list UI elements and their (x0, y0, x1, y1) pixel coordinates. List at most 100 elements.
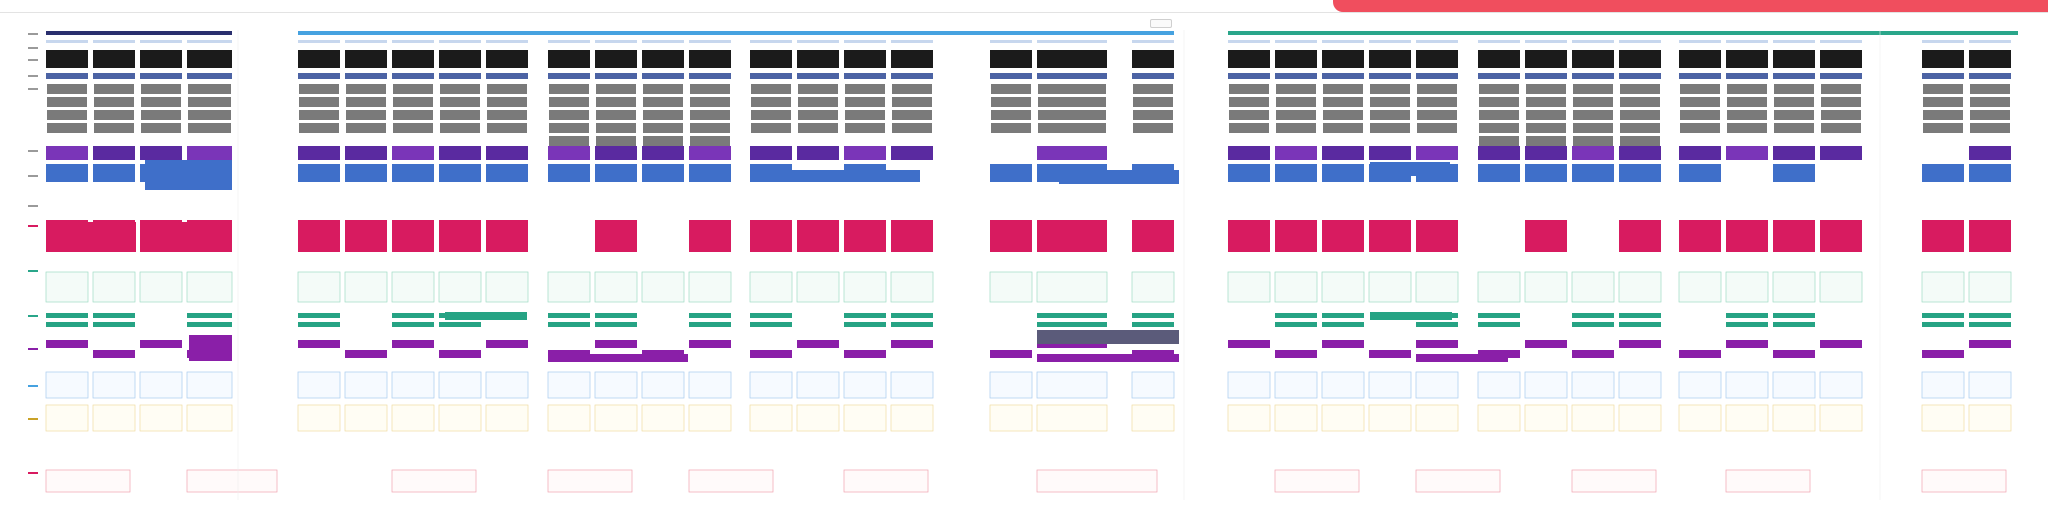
column-title-block[interactable] (1478, 50, 1520, 68)
column-label-strip[interactable] (140, 73, 182, 79)
violet-card[interactable] (1275, 146, 1317, 160)
column-title-block[interactable] (548, 50, 590, 68)
gray-card[interactable] (751, 123, 791, 133)
column-title-block[interactable] (439, 50, 481, 68)
violet-card[interactable] (1228, 146, 1270, 160)
gray-card[interactable] (188, 97, 231, 107)
gray-card[interactable] (892, 97, 932, 107)
column-title-block[interactable] (140, 50, 182, 68)
column-subheader[interactable] (392, 40, 434, 43)
gray-card[interactable] (1821, 110, 1861, 120)
mint-note[interactable] (186, 271, 233, 303)
gray-card[interactable] (549, 136, 589, 146)
violet-card[interactable] (439, 146, 481, 160)
blue-card[interactable] (1525, 164, 1567, 182)
column-label-strip[interactable] (298, 73, 340, 79)
sky-note[interactable] (45, 371, 89, 399)
sky-note[interactable] (1036, 371, 1108, 399)
crimson-banner[interactable] (145, 222, 232, 252)
purple-bar[interactable] (392, 340, 434, 348)
sky-note[interactable] (1524, 371, 1568, 399)
column-subheader[interactable] (844, 40, 886, 43)
column-label-strip[interactable] (1416, 73, 1458, 79)
gray-card[interactable] (690, 97, 730, 107)
sand-note[interactable] (1571, 404, 1615, 432)
column-subheader[interactable] (345, 40, 387, 43)
column-title-block[interactable] (1275, 50, 1317, 68)
sky-note[interactable] (1571, 371, 1615, 399)
sand-note[interactable] (1772, 404, 1816, 432)
sand-note[interactable] (391, 404, 435, 432)
mint-note[interactable] (1725, 271, 1769, 303)
gray-card[interactable] (1727, 123, 1767, 133)
crimson-card[interactable] (1619, 220, 1661, 252)
blue-card[interactable] (1228, 164, 1270, 182)
green-bar[interactable] (1478, 322, 1520, 327)
column-title-block[interactable] (1969, 50, 2011, 68)
column-title-block[interactable] (1369, 50, 1411, 68)
rose-note[interactable] (391, 469, 477, 493)
gray-card[interactable] (751, 84, 791, 94)
column-title-block[interactable] (1416, 50, 1458, 68)
crimson-card[interactable] (1969, 220, 2011, 252)
green-bar[interactable] (93, 313, 135, 318)
purple-bar[interactable] (689, 340, 731, 348)
blue-card[interactable] (345, 164, 387, 182)
gray-card[interactable] (393, 123, 433, 133)
gray-card[interactable] (1573, 123, 1613, 133)
gray-card[interactable] (1526, 97, 1566, 107)
crimson-card[interactable] (345, 220, 387, 252)
sand-note[interactable] (594, 404, 638, 432)
sky-note[interactable] (297, 371, 341, 399)
sky-note[interactable] (1368, 371, 1412, 399)
gray-card[interactable] (188, 84, 231, 94)
violet-card[interactable] (1037, 146, 1107, 160)
sand-note[interactable] (890, 404, 934, 432)
violet-card[interactable] (689, 146, 731, 160)
gray-card[interactable] (1774, 84, 1814, 94)
column-label-strip[interactable] (1619, 73, 1661, 79)
gray-card[interactable] (1038, 110, 1106, 120)
gray-card[interactable] (991, 97, 1031, 107)
gray-card[interactable] (141, 84, 181, 94)
purple-strip[interactable] (1416, 354, 1508, 362)
purple-bar[interactable] (1922, 350, 1964, 358)
sky-note[interactable] (485, 371, 529, 399)
blue-card[interactable] (689, 164, 731, 182)
mint-note[interactable] (45, 271, 89, 303)
column-title-block[interactable] (486, 50, 528, 68)
gray-card[interactable] (1370, 84, 1410, 94)
green-bar[interactable] (1773, 313, 1815, 318)
gray-card[interactable] (596, 123, 636, 133)
row-label[interactable] (28, 47, 38, 49)
gray-card[interactable] (798, 110, 838, 120)
crimson-card[interactable] (595, 220, 637, 252)
green-bar[interactable] (844, 322, 886, 327)
gray-card[interactable] (1774, 123, 1814, 133)
crimson-card[interactable] (1773, 220, 1815, 252)
column-title-block[interactable] (345, 50, 387, 68)
gray-card[interactable] (299, 123, 339, 133)
sand-note[interactable] (344, 404, 388, 432)
gray-card[interactable] (1727, 110, 1767, 120)
blue-card[interactable] (439, 164, 481, 182)
violet-card[interactable] (595, 146, 637, 160)
purple-bar[interactable] (1572, 350, 1614, 358)
violet-card[interactable] (392, 146, 434, 160)
mint-note[interactable] (1921, 271, 1965, 303)
gray-card[interactable] (1573, 110, 1613, 120)
column-label-strip[interactable] (345, 73, 387, 79)
sky-note[interactable] (186, 371, 233, 399)
gray-card[interactable] (1727, 97, 1767, 107)
purple-bar[interactable] (990, 350, 1032, 358)
sky-note[interactable] (547, 371, 591, 399)
column-title-block[interactable] (187, 50, 232, 68)
sky-note[interactable] (749, 371, 793, 399)
sky-note[interactable] (92, 371, 136, 399)
mint-note[interactable] (485, 271, 529, 303)
green-bar[interactable] (844, 313, 886, 318)
gray-card[interactable] (487, 123, 527, 133)
purple-bar[interactable] (298, 340, 340, 348)
mint-note[interactable] (1131, 271, 1175, 303)
column-title-block[interactable] (1132, 50, 1174, 68)
